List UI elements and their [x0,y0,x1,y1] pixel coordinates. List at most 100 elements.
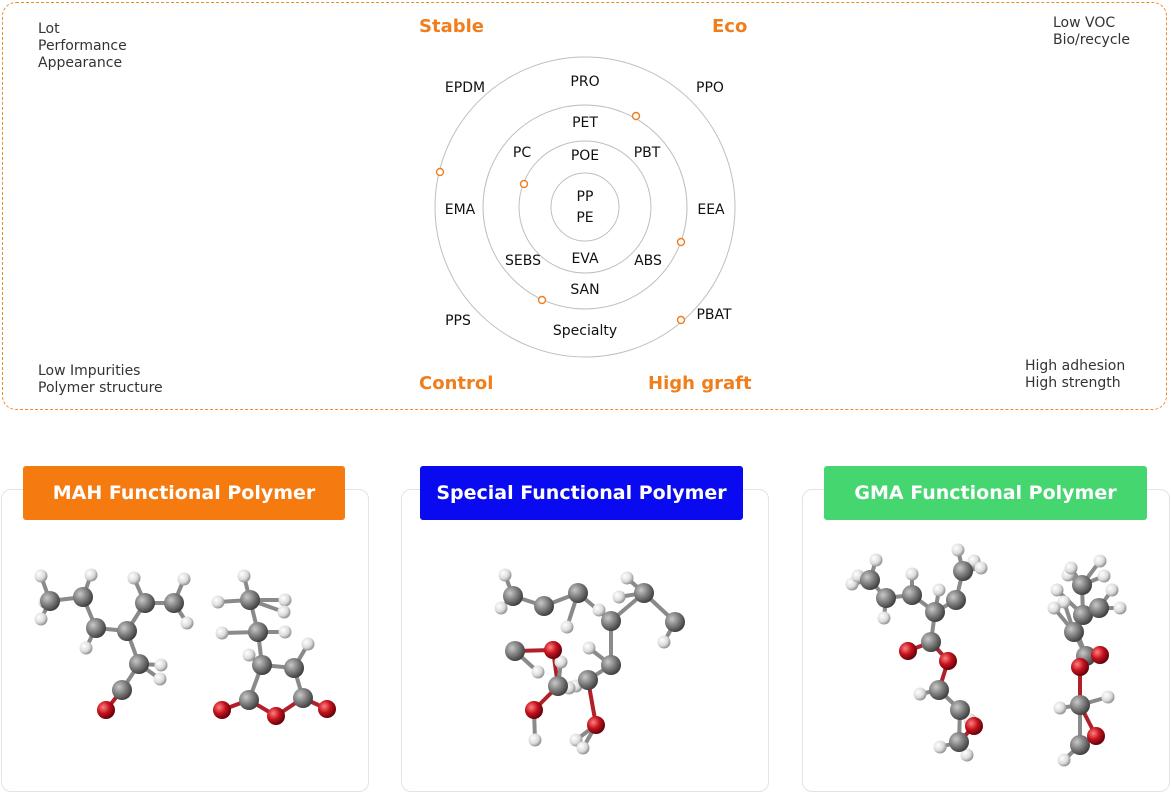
polymer-pc: PC [512,145,532,161]
hydrogen-atom [1050,583,1064,597]
hydrogen-atom [620,571,634,585]
carbon-atom [568,583,588,603]
polymer-ppo: PPO [696,80,724,96]
hydrogen-atom [933,740,947,754]
oxygen-atom [1091,646,1109,664]
carbon-atom [240,590,260,610]
hydrogen-atom [913,687,927,701]
hydrogen-atom [554,655,568,669]
hydrogen-atom [301,637,315,651]
hydrogen-atom [1053,701,1067,715]
hydrogen-atom [127,571,141,585]
hydrogen-atom [960,748,974,762]
polymer-ema: EMA [444,202,476,218]
mah-card [1,489,369,792]
note-low-voc: Low VOC [1053,15,1116,31]
polymer-eea: EEA [697,202,725,218]
top-right-notes: Low VOC Bio/recycle [1053,15,1130,49]
keyword-control: Control [419,373,494,394]
hydrogen-atom [528,733,542,747]
hydrogen-atom [974,561,988,575]
hydrogen-atom [612,590,626,604]
carbon-atom [1070,735,1090,755]
carbon-atom [505,641,525,661]
hydrogen-atom [1097,569,1111,583]
hydrogen-atom [278,593,292,607]
oxygen-atom [899,642,917,660]
polymer-epdm: EPDM [444,80,486,96]
oxygen-atom [965,717,983,735]
hydrogen-atom [951,543,965,557]
oxygen-atom [525,701,543,719]
hydrogen-atom [211,595,225,609]
carbon-atom [86,618,106,638]
note-low-impurities: Low Impurities [38,363,141,379]
bottom-right-notes: High adhesion High strength [1025,358,1125,392]
carbon-atom [946,590,966,610]
carbon-atom [117,621,137,641]
inner-ring [518,140,652,274]
hydrogen-atom [1057,595,1071,609]
gma-molecule-models [845,543,1127,767]
carbon-atom [876,588,896,608]
oxygen-atom [544,641,562,659]
carbon-atom [925,602,945,622]
carbon-atom [248,622,268,642]
carbon-atom [634,583,654,603]
oxygen-atom [97,701,115,719]
carbon-atom [293,688,313,708]
polymer-pps: PPS [445,313,471,329]
hydrogen-atom [560,620,574,634]
carbon-atom [1064,622,1084,642]
hydrogen-atom [657,635,671,649]
hydrogen-atom [905,567,919,581]
hydrogen-atom [242,648,256,662]
mah-molecule-models [34,568,336,725]
polymer-sebs: SEBS [505,253,541,269]
carbon-atom [902,585,922,605]
note-high-strength: High strength [1025,375,1121,391]
oxygen-atom [318,700,336,718]
carbon-atom [953,561,973,581]
hydrogen-atom [576,741,590,755]
ring-marker-dot [519,179,529,189]
carbon-atom [548,676,568,696]
gma-card [802,489,1170,792]
carbon-atom [164,593,184,613]
hydrogen-atom [494,601,508,615]
carbon-atom [601,655,621,675]
carbon-atom [129,654,149,674]
hydrogen-atom [877,611,891,625]
ring-marker-dot [537,295,547,305]
polymer-pet: PET [572,115,598,131]
note-performance: Performance [38,38,127,54]
hydrogen-atom [215,626,229,640]
polymer-poe: POE [570,148,600,164]
carbon-atom [1073,605,1093,625]
carbon-atom [949,732,969,752]
hydrogen-atom [84,568,98,582]
special-functional-polymer-banner: Special Functional Polymer [420,466,743,520]
carbon-atom [503,586,523,606]
oxygen-atom [267,707,285,725]
hydrogen-atom [34,569,48,583]
hydrogen-atom [79,641,93,655]
hydrogen-atom [177,572,191,586]
carbon-atom [950,700,970,720]
oxygen-atom [1071,658,1089,676]
mah-functional-polymer-banner: MAH Functional Polymer [23,466,345,520]
hydrogen-atom [34,612,48,626]
hydrogen-atom [498,568,512,582]
carbon-atom [112,680,132,700]
carbon-atom [1072,575,1092,595]
carbon-atom [239,690,259,710]
polymer-abs: ABS [634,253,662,269]
hydrogen-atom [1113,601,1127,615]
ring-marker-dot [435,167,445,177]
keyword-high-graft: High graft [648,373,752,394]
carbon-atom [665,612,685,632]
carbon-atom [578,670,598,690]
carbon-atom [860,570,880,590]
hydrogen-atom [531,665,545,679]
gma-functional-polymer-banner: GMA Functional Polymer [824,466,1147,520]
